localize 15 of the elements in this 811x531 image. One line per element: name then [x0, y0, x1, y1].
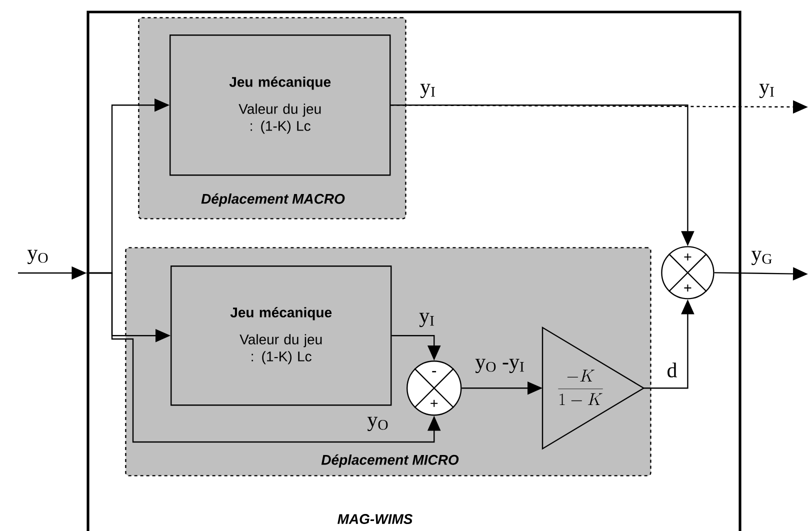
- group-label: Déplacement MACRO: [201, 193, 345, 207]
- summing-junction: + +: [661, 246, 714, 300]
- process-box: Jeu mécanique Valeur du jeu : (1-K) Lc: [170, 34, 391, 176]
- edge-label: y$_{O}$: [367, 416, 388, 432]
- edge-label: y$_{I}$: [759, 84, 774, 98]
- edge-label: y$_{I}$: [420, 84, 435, 98]
- group-label: Déplacement MICRO: [321, 454, 459, 468]
- edge-label: y$_{O}$ -y$_{I}$: [475, 358, 524, 374]
- edge-label: d: [668, 362, 677, 378]
- edge-label: y$_{G}$: [751, 250, 772, 266]
- summing-junction: - +: [406, 360, 462, 416]
- edge-label: y$_{I}$: [419, 312, 434, 328]
- process-box: Jeu mécanique Valeur du jeu : (1-K) Lc: [170, 266, 392, 406]
- edge-label: y$_{O}$: [27, 250, 48, 264]
- system-label: MAG-WIMS: [338, 514, 413, 524]
